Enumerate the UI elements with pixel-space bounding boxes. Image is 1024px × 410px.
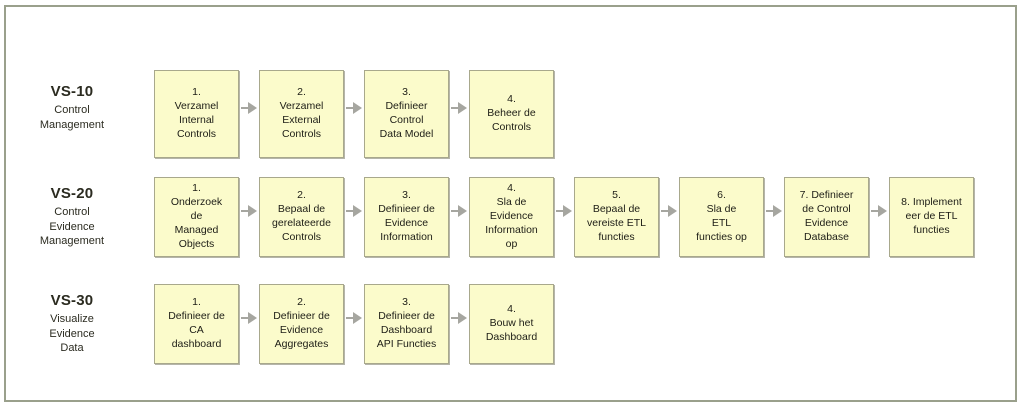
process-node-label: 3. Definieer Control Data Model [379, 86, 434, 140]
flow-arrow-head [878, 205, 887, 217]
flow-arrow-shaft [241, 317, 248, 319]
flow-arrow-head [773, 205, 782, 217]
process-node[interactable]: 4. Sla de Evidence Information op [469, 177, 554, 257]
flow-arrow-head [668, 205, 677, 217]
lane-code: VS-10 [50, 83, 94, 100]
process-node[interactable]: 3. Definieer de Dashboard API Functies [364, 284, 449, 364]
process-node-label: 3. Definieer de Dashboard API Functies [376, 296, 437, 350]
lane-subtitle: Control Evidence Management [39, 205, 105, 248]
flow-arrow-icon [451, 312, 467, 324]
flow-arrow-head [458, 312, 467, 324]
process-node-label: 7. Definieer de Control Evidence Databas… [799, 189, 854, 243]
process-node-label: 1. Onderzoek de Managed Objects [170, 182, 223, 250]
process-node[interactable]: 2. Bepaal de gerelateerde Controls [259, 177, 344, 257]
lane-code: VS-30 [50, 292, 94, 309]
flow-arrow-icon [241, 312, 257, 324]
flow-arrow-head [248, 102, 257, 114]
flow-arrow-shaft [451, 210, 458, 212]
flow-arrow-shaft [451, 107, 458, 109]
flow-arrow-shaft [241, 210, 248, 212]
process-node[interactable]: 1. Definieer de CA dashboard [154, 284, 239, 364]
process-node-label: 2. Bepaal de gerelateerde Controls [272, 189, 331, 243]
flow-arrow-shaft [556, 210, 563, 212]
lane-subtitle: Visualize Evidence Data [49, 312, 95, 355]
process-node-label: 1. Definieer de CA dashboard [168, 296, 225, 350]
flow-arrow-icon [766, 205, 782, 217]
flow-arrow-icon [241, 205, 257, 217]
flow-arrow-icon [661, 205, 677, 217]
flow-arrow-icon [871, 205, 887, 217]
process-node[interactable]: 4. Bouw het Dashboard [469, 284, 554, 364]
process-node-label: 4. Beheer de Controls [487, 93, 536, 133]
process-node-label: 8. Implement eer de ETL functies [901, 196, 962, 236]
process-node-label: 2. Verzamel External Controls [279, 86, 324, 140]
flow-arrow-icon [346, 102, 362, 114]
flow-arrow-head [248, 312, 257, 324]
flow-arrow-shaft [346, 107, 353, 109]
process-node[interactable]: 2. Verzamel External Controls [259, 70, 344, 158]
flow-arrow-head [458, 102, 467, 114]
flow-arrow-shaft [871, 210, 878, 212]
process-node-label: 1. Verzamel Internal Controls [174, 86, 219, 140]
lane-code: VS-20 [50, 185, 94, 202]
process-node[interactable]: 1. Onderzoek de Managed Objects [154, 177, 239, 257]
flow-arrow-head [458, 205, 467, 217]
process-node[interactable]: 6. Sla de ETL functies op [679, 177, 764, 257]
process-node[interactable]: 1. Verzamel Internal Controls [154, 70, 239, 158]
flow-arrow-icon [556, 205, 572, 217]
flow-arrow-head [248, 205, 257, 217]
process-node-label: 3. Definieer de Evidence Information [378, 189, 435, 243]
flow-arrow-icon [451, 102, 467, 114]
flow-arrow-head [353, 205, 362, 217]
flow-arrow-head [563, 205, 572, 217]
process-node-label: 4. Bouw het Dashboard [485, 303, 538, 343]
process-node[interactable]: 7. Definieer de Control Evidence Databas… [784, 177, 869, 257]
process-node[interactable]: 8. Implement eer de ETL functies [889, 177, 974, 257]
flow-arrow-shaft [661, 210, 668, 212]
flow-arrow-shaft [766, 210, 773, 212]
process-node[interactable]: 5. Bepaal de vereiste ETL functies [574, 177, 659, 257]
process-node[interactable]: 4. Beheer de Controls [469, 70, 554, 158]
process-node-label: 4. Sla de Evidence Information op [485, 182, 538, 250]
flow-arrow-shaft [346, 317, 353, 319]
flow-arrow-icon [241, 102, 257, 114]
process-node-label: 2. Definieer de Evidence Aggregates [273, 296, 330, 350]
process-node[interactable]: 3. Definieer Control Data Model [364, 70, 449, 158]
flow-arrow-icon [451, 205, 467, 217]
flow-arrow-icon [346, 312, 362, 324]
process-node[interactable]: 2. Definieer de Evidence Aggregates [259, 284, 344, 364]
flow-arrow-shaft [241, 107, 248, 109]
process-node[interactable]: 3. Definieer de Evidence Information [364, 177, 449, 257]
flow-arrow-shaft [346, 210, 353, 212]
flow-arrow-head [353, 312, 362, 324]
lane-subtitle: Control Management [39, 103, 105, 131]
process-node-label: 6. Sla de ETL functies op [696, 189, 747, 243]
flow-arrow-icon [346, 205, 362, 217]
process-node-label: 5. Bepaal de vereiste ETL functies [587, 189, 646, 243]
flow-arrow-shaft [451, 317, 458, 319]
flow-arrow-head [353, 102, 362, 114]
